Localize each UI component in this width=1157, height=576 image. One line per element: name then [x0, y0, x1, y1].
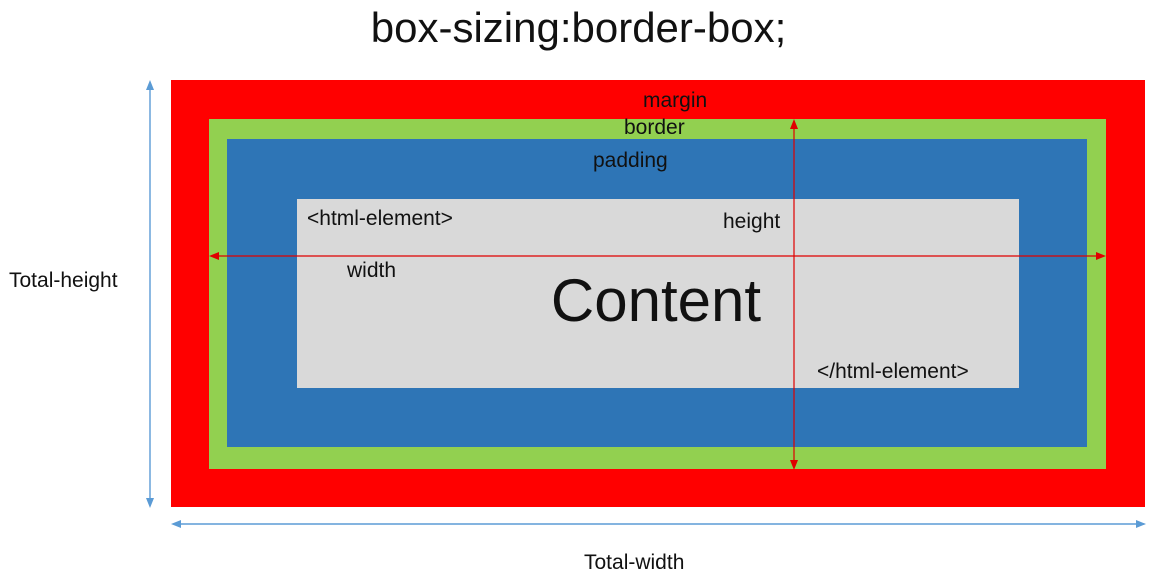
- total-height-label: Total-height: [9, 269, 118, 292]
- border-label: border: [624, 116, 685, 139]
- height-label: height: [723, 210, 781, 233]
- diagram-title: box-sizing:border-box;: [370, 4, 787, 51]
- margin-label: margin: [643, 89, 708, 112]
- content-heading: Content: [297, 266, 1019, 336]
- total-height-arrow: [146, 80, 154, 508]
- html-element-open-tag: <html-element>: [307, 207, 453, 230]
- padding-label: padding: [593, 149, 668, 172]
- total-width-arrow: [171, 520, 1146, 528]
- content-heading-text: Content: [550, 267, 762, 334]
- html-element-close-tag: </html-element>: [817, 360, 969, 383]
- content-area: [297, 199, 1019, 388]
- total-width-label: Total-width: [584, 551, 685, 574]
- width-label: width: [347, 259, 397, 282]
